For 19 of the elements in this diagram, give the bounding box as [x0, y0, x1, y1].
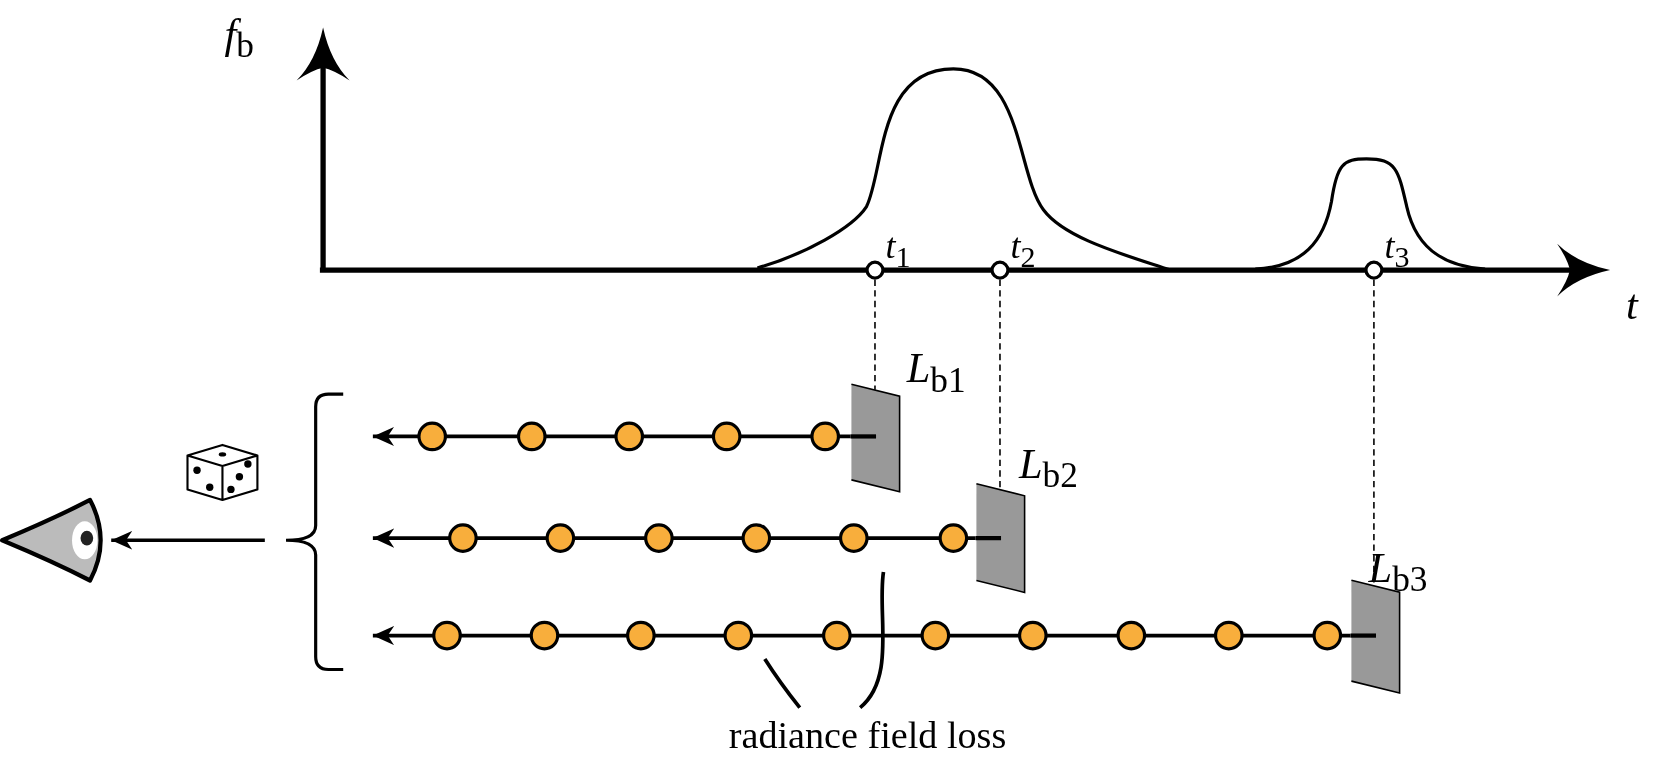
- dashed-line: [874, 278, 876, 391]
- axis-label: t: [1626, 283, 1638, 327]
- time-label: t$_{3}$: [1384, 228, 1410, 273]
- axis-label: f$_{b}$: [224, 12, 254, 63]
- time-sample-point: [990, 260, 1010, 280]
- plane: [975, 483, 1026, 594]
- time-label: t$_{2}$: [1010, 228, 1036, 273]
- plane-label: L$_{b3}$: [1368, 546, 1428, 597]
- leader-line: [763, 657, 802, 709]
- plane: [850, 383, 901, 493]
- time-label: t$_{1}$: [885, 228, 911, 273]
- time-sample-point: [1364, 260, 1384, 280]
- plane-label: L$_{b1}$: [906, 347, 966, 398]
- time-sample-point: [865, 260, 885, 280]
- plane-label: L$_{b2}$: [1019, 442, 1078, 493]
- curly-brace: [283, 391, 346, 672]
- annotation-text: radiance field loss: [728, 711, 1007, 759]
- arrow: [111, 530, 265, 550]
- leader-line: [858, 571, 886, 709]
